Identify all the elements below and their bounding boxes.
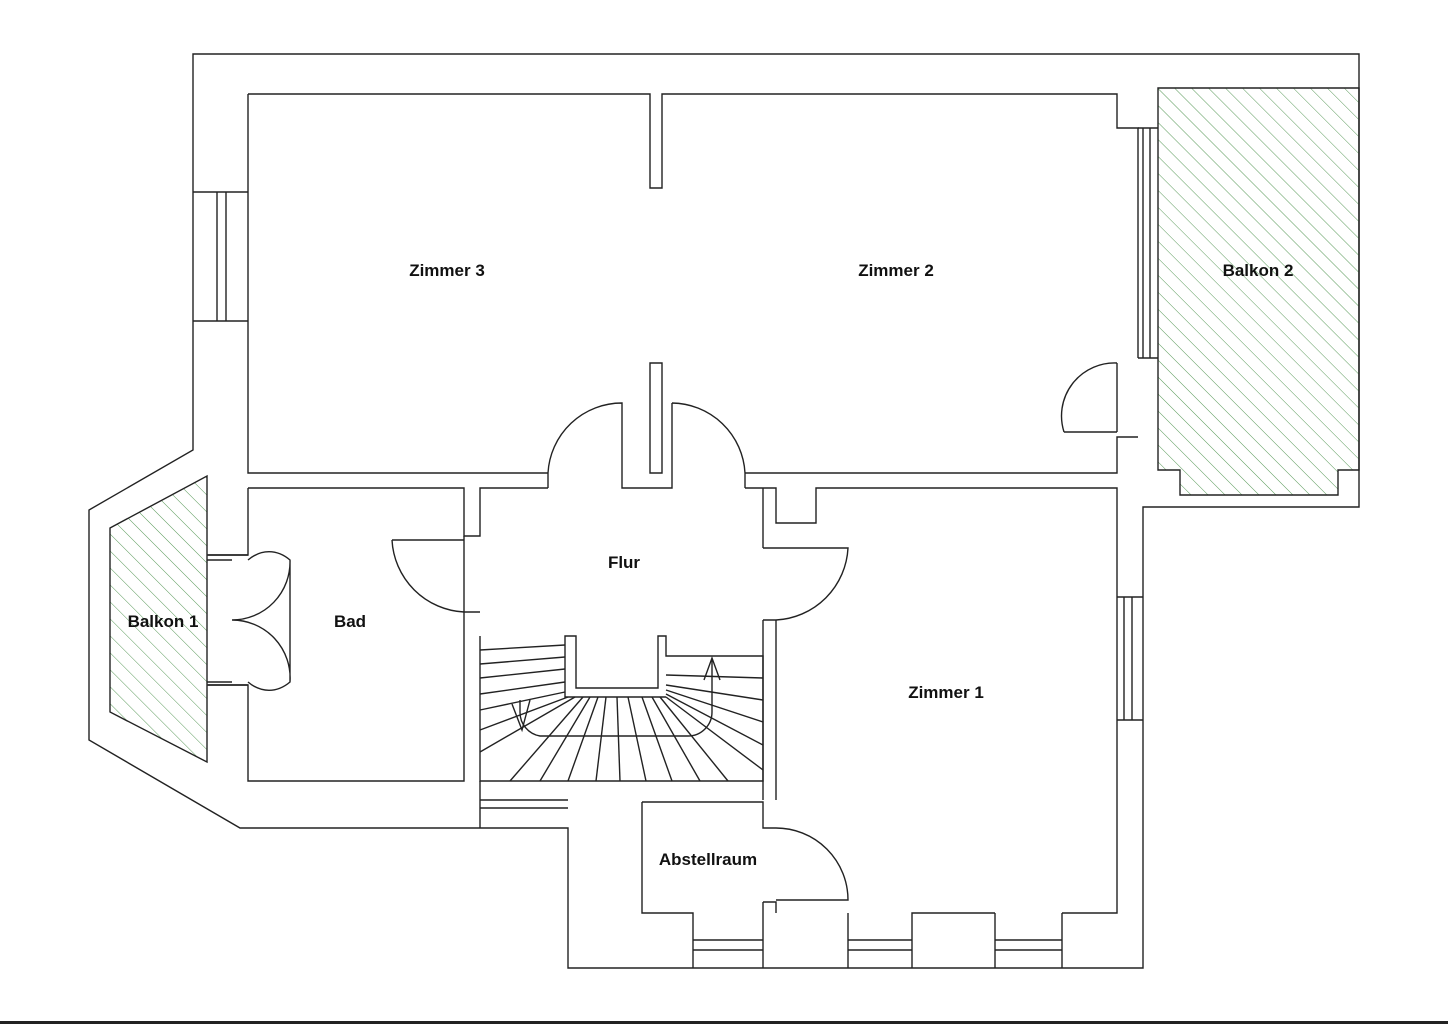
bad-outline	[208, 487, 548, 782]
stair-arrow-down-icon	[511, 699, 531, 733]
flur-door-west	[391, 536, 465, 613]
label-zimmer-3: Zimmer 3	[409, 261, 485, 280]
label-zimmer-2: Zimmer 2	[858, 261, 934, 280]
balcony-2-door	[1060, 362, 1118, 433]
abstellraum-door	[775, 827, 849, 901]
label-bad: Bad	[334, 612, 366, 631]
zimmer-2-outline	[665, 93, 1139, 474]
window-stair	[479, 781, 568, 828]
window-south-1	[693, 939, 763, 951]
stair-treads	[479, 644, 764, 782]
label-balkon-1: Balkon 1	[128, 612, 199, 631]
partition-stub	[649, 362, 663, 474]
balkon-1-area	[109, 474, 208, 764]
bad-door	[231, 550, 291, 692]
balkon-2-area	[1157, 87, 1360, 496]
window-east-zimmer-1	[1117, 596, 1143, 721]
label-abstellraum: Abstellraum	[659, 850, 757, 869]
flur-door-right	[671, 402, 746, 488]
zimmer-1-outline	[745, 487, 1118, 968]
partition-wall	[621, 473, 673, 489]
window-south-2	[847, 913, 912, 968]
stair-walk-line	[519, 660, 713, 737]
window-south-3	[994, 913, 1063, 968]
window-east-zimmer-2	[1138, 127, 1158, 359]
flur-door-left	[547, 402, 623, 488]
label-zimmer-1: Zimmer 1	[908, 683, 984, 702]
window-west	[193, 191, 248, 322]
flur-door-east	[763, 547, 849, 621]
zimmer-3-outline	[247, 93, 665, 474]
staircase-outline	[479, 635, 764, 782]
label-balkon-2: Balkon 2	[1223, 261, 1294, 280]
stair-arrow-up-icon	[703, 655, 721, 681]
bottom-rule	[0, 1021, 1448, 1024]
label-flur: Flur	[608, 553, 640, 572]
abstellraum-outline	[641, 801, 776, 968]
balcony-1-doorway	[207, 554, 248, 686]
